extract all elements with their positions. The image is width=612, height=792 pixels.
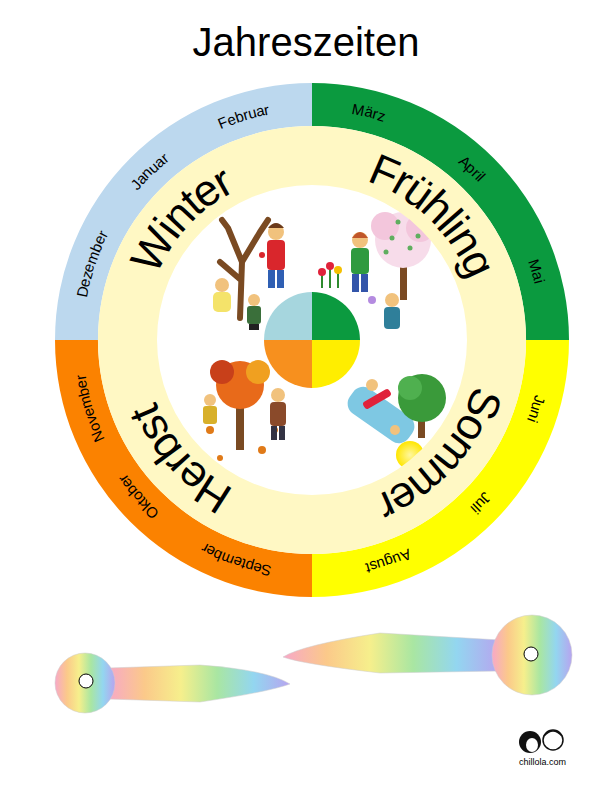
spring-scene	[318, 212, 434, 329]
month-name: Mai	[526, 257, 548, 290]
season-name: Herbst	[121, 390, 236, 517]
month-name: Juni	[524, 391, 548, 429]
band-fill	[312, 83, 569, 340]
season-name: Winter	[130, 158, 245, 273]
season-name: Sommer	[364, 381, 506, 530]
month-name: Januar	[127, 149, 173, 193]
logo-heads	[519, 730, 563, 753]
month-name: Dezember	[74, 225, 111, 300]
short-pointer	[55, 653, 290, 713]
band-fill	[55, 83, 312, 340]
month-name: Juli	[466, 489, 495, 518]
month-name: August	[360, 547, 415, 577]
band-shape	[98, 126, 526, 554]
season-ring: Winter FrühlingSommer Herbst	[98, 126, 526, 554]
month-name: März	[350, 101, 390, 124]
month-name: Februar	[214, 101, 274, 131]
month-name: Oktober	[114, 470, 161, 521]
band-fill	[98, 126, 526, 554]
long-pointer	[283, 615, 572, 695]
season-pie	[264, 292, 360, 388]
autumn-scene	[203, 360, 286, 461]
band-fill	[312, 340, 569, 597]
page-title: Jahreszeiten	[0, 20, 612, 65]
season-name: Frühling	[361, 149, 501, 286]
logo-text: chillola.com	[519, 757, 566, 767]
month-name: September	[196, 540, 275, 579]
band-fill	[55, 340, 312, 597]
winter-scene	[213, 220, 285, 330]
month-name: April	[456, 153, 490, 186]
month-name: November	[72, 369, 107, 445]
